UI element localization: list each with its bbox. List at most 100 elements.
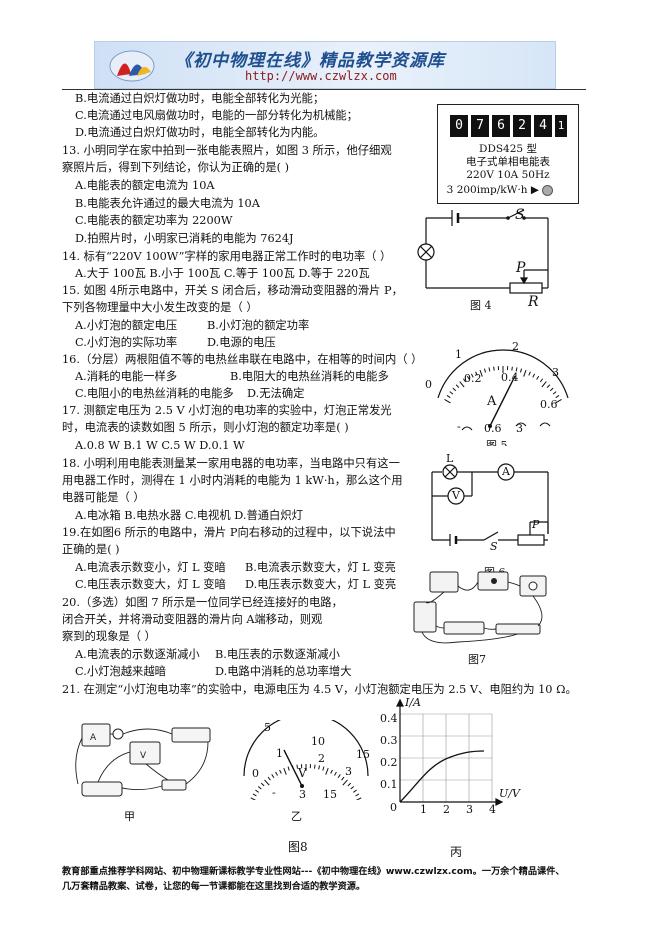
dial-tick <box>355 793 360 797</box>
dial-tick <box>528 371 531 376</box>
graph-y-tick: 0.1 <box>380 778 398 791</box>
dial-tick <box>475 371 478 376</box>
question-17-cont: 时，电流表的读数如图 5 所示，则小灯泡的额定功率是( ) <box>62 421 349 434</box>
fig8-volt-inner-tick: 2 <box>318 752 325 765</box>
dial-tick <box>287 766 290 771</box>
dial-tick <box>546 384 551 388</box>
dial-tick <box>347 782 352 787</box>
question-20-cont2: 察到的现象是（ ） <box>62 630 156 643</box>
dial-tick <box>341 776 345 781</box>
question-18: 18. 小明利用电能表测量某一家用电器的电功率，当电路中只有这一 <box>62 457 400 470</box>
dial-tick <box>444 398 451 404</box>
q20-option-b: B.电压表的示数逐渐减小 <box>215 648 340 661</box>
footer-note: 教育部重点推荐学科网站、初中物理新课标教学专业性网站---《初中物理在线》www… <box>62 864 565 894</box>
q14-options: A.大于 100瓦 B.小于 100瓦 C.等于 100瓦 D.等于 220瓦 <box>75 267 370 280</box>
q13-option-c: C.电能表的额定功率为 2200W <box>75 214 233 227</box>
dial-tick <box>455 384 460 388</box>
dial-tick <box>523 369 527 377</box>
q16-option-c: C.电阻小的电热丝消耗的电能多 <box>75 387 234 400</box>
dial-tick <box>325 767 329 775</box>
dial-tick <box>313 764 316 769</box>
option-line: C.电流通过电风扇做功时，电能的一部分转化为机械能； <box>75 109 358 122</box>
dial-tick <box>519 368 523 373</box>
question-15-cont: 下列各物理量中大小发生改变的是（ ） <box>62 301 258 314</box>
dial-tick <box>352 789 357 793</box>
meter-imp: 3 200imp/kW·h ▶ <box>430 184 570 197</box>
dial-tick <box>257 786 262 790</box>
fig5-inner-tick: 0.6 <box>540 398 558 411</box>
q13-option-d: D.拍照片时，小明家已消耗的电能为 7624J <box>75 232 294 245</box>
fig8-jia-label: 甲 <box>124 810 135 823</box>
dial-tick <box>452 387 457 392</box>
meter-imp-text: 3 200imp/kW·h <box>446 184 528 196</box>
dial-tick <box>552 391 557 395</box>
q19-option-c: C.电压表示数变大，灯 L 变暗 <box>75 578 226 591</box>
question-13-cont: 察照片后，得到下列结论，你认为正确的是( ) <box>62 161 290 174</box>
dial-tick <box>252 793 257 797</box>
question-20: 20.（多选）如图 7 所示是一位同学已经连接好的电路， <box>62 596 343 609</box>
meter-digit: 7 <box>471 115 489 137</box>
graph-x-tick: 4 <box>489 803 496 816</box>
graph-x-label: U/V <box>499 787 520 800</box>
fig8-yi-label: 乙 <box>291 810 302 823</box>
indicator-arrow-icon: ▶ <box>530 184 539 196</box>
dial-tick <box>271 774 275 778</box>
fig5-terminal-0.6: 0.6 <box>484 422 502 435</box>
q15-option-c: C.小灯泡的实际功率 <box>75 336 178 349</box>
fig8-volt-inner-tick: 3 <box>345 765 352 778</box>
q20-option-a: A.电流表的示数逐渐减小 <box>75 648 200 661</box>
fig6-switch-label: S <box>490 540 498 553</box>
fig8-volt-outer-tick: 5 <box>264 721 271 734</box>
dial-tick <box>555 395 560 399</box>
q15-option-d: D.电源的电压 <box>207 336 276 349</box>
dial-tick <box>539 378 544 383</box>
meter-name: 电子式单相电能表 <box>466 156 550 168</box>
electric-meter-figure: 0 7 6 2 4 1 DDS425 型 电子式单相电能表 220V 10A 5… <box>437 104 579 204</box>
dial-tick <box>279 769 282 774</box>
meter-digits: 0 7 6 2 4 1 <box>450 115 570 137</box>
dial-tick <box>296 764 299 769</box>
fig8-volt-outer-tick: 10 <box>311 735 325 748</box>
dial-tick <box>250 797 257 800</box>
fig8-volt-terminal-15: 15 <box>323 788 337 801</box>
question-19-cont: 正确的是( ) <box>62 543 120 556</box>
dial-tick <box>511 366 513 371</box>
fig5-caption: 图 5 <box>486 439 508 446</box>
banner-url[interactable]: http://www.czwlzx.com <box>245 69 397 83</box>
dial-tick <box>446 395 451 399</box>
question-16: 16.（分层）两根阻值不等的电热丝串联在电路中，在相等的时间内（ ） <box>62 353 423 366</box>
fig8-volt-inner-tick: 1 <box>276 747 283 760</box>
q17-options: A.0.8 W B.1 W C.5 W D.0.1 W <box>75 439 245 452</box>
svg-text:V: V <box>140 751 147 761</box>
dial-tick <box>334 771 337 776</box>
graph-x-tick: 3 <box>466 803 473 816</box>
fig5-unit: A <box>487 394 497 409</box>
dial-tick <box>536 375 540 380</box>
fig8-caption: 图8 <box>288 840 308 854</box>
question-14: 14. 标有“220V 100W”字样的家用电器正常工作时的电功率（ ） <box>62 250 392 263</box>
fig5-outer-tick: 1 <box>455 348 462 361</box>
meter-digit: 0 <box>450 115 468 137</box>
fig4-caption: 图 4 <box>470 299 492 312</box>
circuit-figure-4 <box>417 209 549 294</box>
fig5-inner-tick: 0 <box>425 378 432 391</box>
fig5-inner-tick: 0.4 <box>501 371 519 384</box>
fig4-slider-label: P <box>516 260 526 276</box>
dial-tick <box>255 789 260 793</box>
fig8-volt-terminal-3: 3 <box>299 788 306 801</box>
header-banner: 《初中物理在线》精品教学资源库 http://www.czwlzx.com <box>94 41 556 89</box>
graph-y-label: I/A <box>405 696 421 709</box>
fig6-lamp-label: L <box>446 452 454 465</box>
fig8-volt-outer-tick: 15 <box>356 748 370 761</box>
site-logo-icon <box>109 50 155 82</box>
dial-tick <box>337 774 341 778</box>
graph-x-tick: 1 <box>420 803 427 816</box>
fig6-slider-label: P <box>532 518 540 531</box>
fig5-outer-tick: 2 <box>512 340 519 353</box>
meter-digit: 6 <box>492 115 510 137</box>
dial-tick <box>330 769 333 774</box>
fig8-volt-unit: V <box>298 766 307 780</box>
dial-tick <box>275 771 278 776</box>
fig8-bing-label: 丙 <box>450 845 463 859</box>
iv-graph-figure-8-bing <box>396 698 504 806</box>
